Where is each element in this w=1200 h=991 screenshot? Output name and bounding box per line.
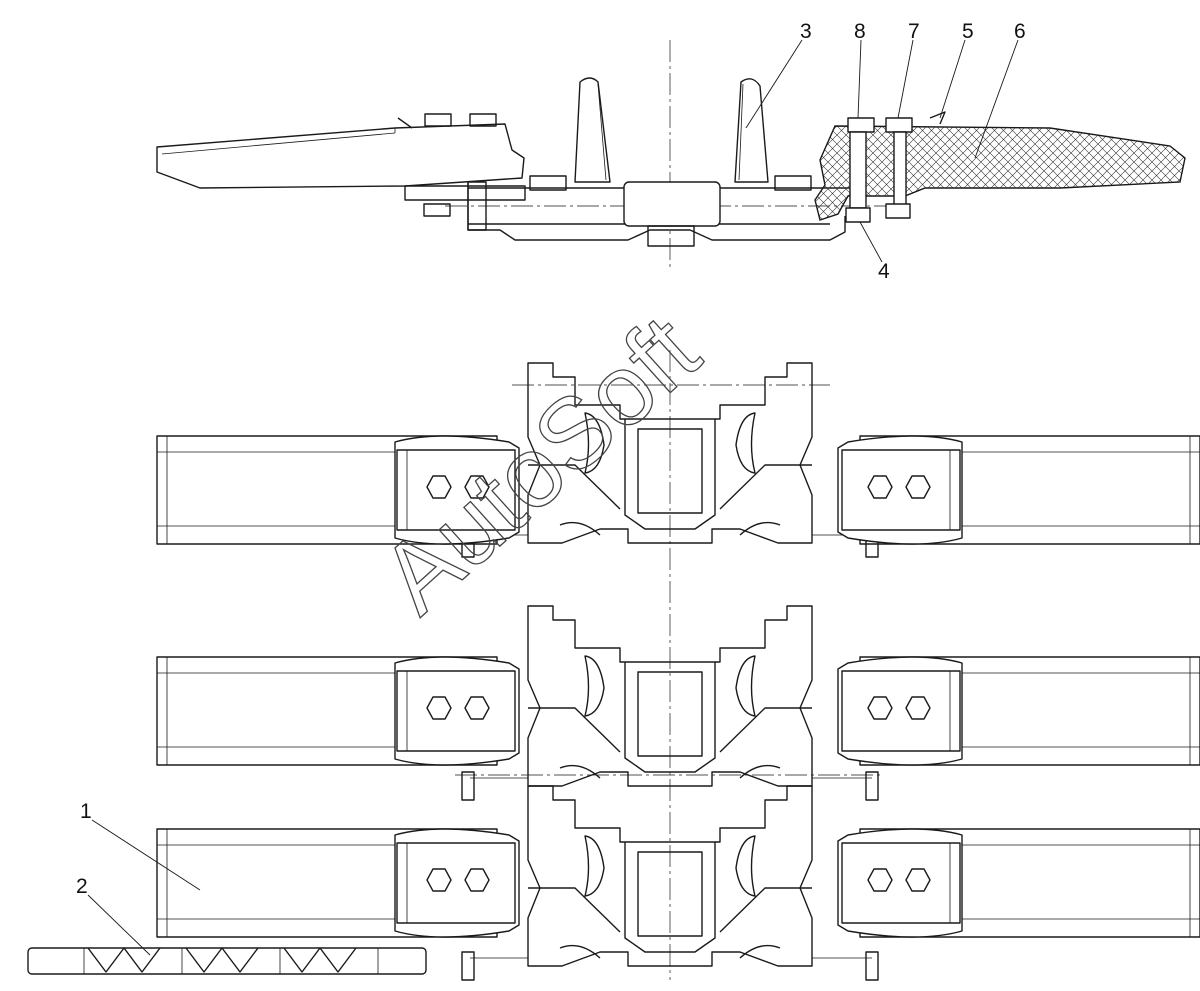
callout-5: 5 xyxy=(962,20,974,43)
callout-2: 2 xyxy=(76,875,88,898)
side-view xyxy=(156,40,1186,270)
plan-view xyxy=(27,350,1200,981)
callout-8: 8 xyxy=(854,20,866,43)
callout-7: 7 xyxy=(908,20,920,43)
callout-6: 6 xyxy=(1014,20,1026,43)
callouts: 1 2 3 4 5 6 7 8 xyxy=(76,20,1026,956)
callout-4: 4 xyxy=(878,260,890,283)
callout-1: 1 xyxy=(80,800,92,823)
stud-chain xyxy=(27,947,427,975)
callout-3: 3 xyxy=(800,20,812,43)
